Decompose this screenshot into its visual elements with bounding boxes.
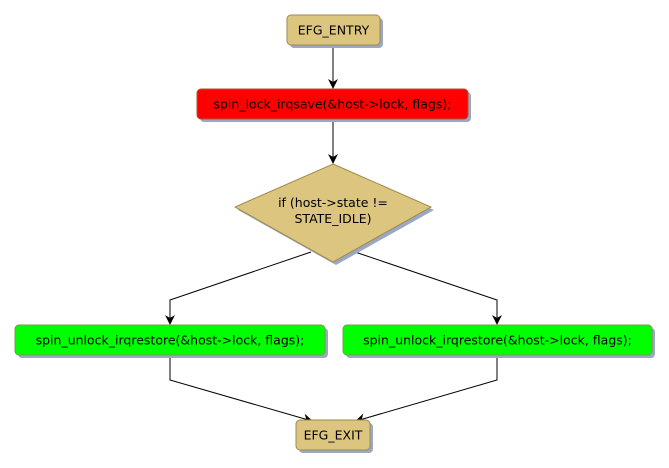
node-lock[interactable]: spin_lock_irqsave(&host->lock, flags); xyxy=(196,88,471,122)
node-label-line2: STATE_IDLE) xyxy=(294,211,371,226)
node-diamond xyxy=(233,163,433,263)
edges xyxy=(165,45,502,424)
edge-decision-to-unlock-left xyxy=(165,251,312,325)
node-label: EFG_ENTRY xyxy=(298,23,370,38)
edge-decision-to-unlock-right xyxy=(354,251,502,325)
node-label: spin_unlock_irqrestore(&host->lock, flag… xyxy=(363,333,632,348)
node-unlock-right[interactable]: spin_unlock_irqrestore(&host->lock, flag… xyxy=(342,324,655,358)
node-label: spin_unlock_irqrestore(&host->lock, flag… xyxy=(36,333,305,348)
edge-unlock-left-to-exit xyxy=(169,355,313,424)
node-box xyxy=(295,419,371,451)
node-label-line1: if (host->state != xyxy=(278,195,388,210)
node-box xyxy=(196,88,469,120)
node-exit[interactable]: EFG_EXIT xyxy=(295,419,373,453)
node-decision[interactable]: if (host->state != STATE_IDLE) xyxy=(233,163,434,265)
node-unlock-left[interactable]: spin_unlock_irqrestore(&host->lock, flag… xyxy=(14,324,328,358)
edge-unlock-right-to-exit xyxy=(355,355,498,424)
node-box xyxy=(286,14,381,46)
node-box xyxy=(342,324,653,356)
node-label: spin_lock_irqsave(&host->lock, flags); xyxy=(213,97,451,112)
node-entry[interactable]: EFG_ENTRY xyxy=(286,14,383,48)
node-label: EFG_EXIT xyxy=(304,428,363,443)
node-box xyxy=(14,324,326,356)
